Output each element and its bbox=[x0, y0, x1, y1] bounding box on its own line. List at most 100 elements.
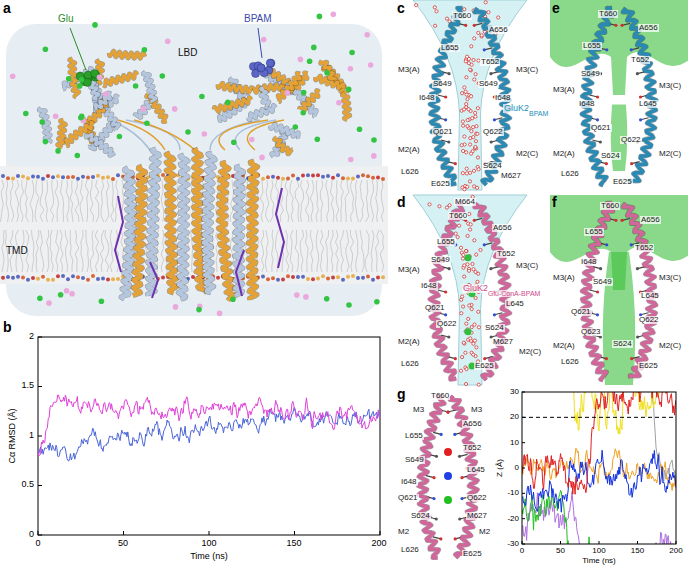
helix-label: M3(C) bbox=[658, 274, 682, 282]
lipid-headgroup bbox=[36, 277, 40, 281]
water-molecule bbox=[461, 92, 464, 95]
ion-sphere bbox=[371, 137, 377, 143]
lbd-helix-edge bbox=[104, 72, 138, 86]
water-molecule bbox=[477, 168, 480, 171]
water-molecule bbox=[465, 167, 468, 170]
residue-label: Q622 bbox=[466, 494, 488, 502]
lipid-tail bbox=[110, 230, 113, 272]
water-molecule bbox=[465, 250, 468, 253]
water-molecule bbox=[466, 263, 469, 266]
axis-tick: 200 bbox=[371, 539, 386, 548]
lipid-headgroup bbox=[376, 175, 380, 179]
lipid-tail bbox=[350, 230, 353, 272]
ion-sphere bbox=[133, 83, 139, 89]
water-molecule bbox=[463, 264, 466, 267]
residue-label: L645 bbox=[640, 292, 660, 300]
ion-sphere bbox=[294, 292, 300, 298]
residue-label: S624 bbox=[484, 324, 505, 332]
lipid-tail bbox=[326, 180, 329, 222]
lbd-helix-edge bbox=[39, 108, 51, 143]
side-chain-atom bbox=[639, 118, 642, 121]
side-chain-atom bbox=[605, 357, 608, 360]
lipid-headgroup bbox=[66, 175, 70, 179]
water-molecule bbox=[465, 76, 468, 79]
water-molecule bbox=[473, 323, 476, 326]
residue-label: S649 bbox=[432, 80, 453, 88]
lbd-helix-edge bbox=[274, 137, 292, 154]
lipid-headgroup bbox=[381, 275, 385, 279]
lipid-headgroup bbox=[301, 174, 305, 178]
water-molecule bbox=[484, 1, 487, 4]
helix-label: M2(C) bbox=[658, 342, 682, 350]
side-chain-atom bbox=[444, 290, 447, 293]
residue-label: Q622 bbox=[638, 316, 660, 324]
tick-mark bbox=[38, 436, 42, 437]
lipid-tail bbox=[305, 230, 308, 272]
side-chain-atom bbox=[444, 313, 447, 316]
ion-sphere bbox=[307, 58, 313, 64]
axis-tick: 0 bbox=[515, 464, 519, 472]
side-chain-atom bbox=[605, 162, 608, 165]
ion-sphere bbox=[103, 91, 109, 97]
lipid-tail bbox=[330, 180, 334, 222]
ion-sphere bbox=[374, 299, 380, 305]
lipid-headgroup bbox=[51, 278, 55, 282]
lipid-headgroup bbox=[366, 274, 370, 278]
residue-label: S649 bbox=[478, 80, 499, 88]
residue-label: S649 bbox=[592, 278, 613, 286]
water-molecule bbox=[462, 305, 465, 308]
water-molecule bbox=[445, 17, 448, 20]
lipid-tail bbox=[105, 180, 109, 222]
bpam-sphere bbox=[257, 64, 265, 72]
residue-label: T660 bbox=[430, 392, 450, 400]
tick-mark bbox=[380, 531, 381, 535]
tick-mark bbox=[522, 392, 525, 393]
helix-label: M2(A) bbox=[397, 338, 421, 346]
ion-sphere bbox=[261, 37, 267, 43]
ion-sphere bbox=[77, 83, 83, 89]
panel-letter: d bbox=[397, 195, 406, 209]
tick-mark bbox=[38, 531, 39, 535]
lipid-headgroup bbox=[1, 276, 5, 280]
lipid-headgroup bbox=[11, 276, 15, 280]
lipid-tail bbox=[95, 180, 98, 222]
side-chain-atom bbox=[620, 219, 623, 222]
lipid-headgroup bbox=[316, 277, 320, 281]
ion-sphere bbox=[39, 119, 45, 125]
m3-m2-helix bbox=[582, 203, 613, 380]
lipid-tail bbox=[45, 180, 47, 222]
water-molecule bbox=[461, 120, 464, 123]
lipid-tail bbox=[40, 230, 44, 272]
lipid-headgroup bbox=[376, 276, 380, 280]
axis-title: Cα RMSD (Å) bbox=[8, 408, 17, 463]
ion-trace bbox=[522, 492, 676, 545]
panel-letter: g bbox=[397, 387, 406, 401]
lipid-headgroup bbox=[276, 176, 280, 180]
pore-panel bbox=[413, 0, 527, 191]
tmd-helix bbox=[248, 161, 257, 300]
structure-subscript: BPAM bbox=[528, 110, 549, 117]
lipid-tail bbox=[326, 230, 329, 272]
water-molecule bbox=[487, 11, 490, 14]
plot-frame bbox=[38, 337, 380, 535]
lipid-headgroup bbox=[271, 175, 275, 179]
lipid-headgroup bbox=[326, 276, 330, 280]
bound-lipid bbox=[276, 188, 284, 268]
lipid-tail bbox=[366, 180, 369, 222]
lbd-helix bbox=[278, 73, 301, 102]
side-chain-atom bbox=[432, 476, 435, 479]
lipid-headgroup bbox=[331, 176, 335, 180]
helix-label: M3(C) bbox=[515, 66, 539, 74]
ion-sphere bbox=[311, 45, 317, 51]
ion-sphere bbox=[230, 296, 236, 302]
lipid-headgroup bbox=[301, 275, 305, 279]
lipid-tail bbox=[80, 180, 83, 222]
trace-group bbox=[522, 392, 676, 544]
ion-sphere bbox=[231, 139, 237, 145]
water-molecule bbox=[456, 236, 459, 239]
lipid-headgroup bbox=[71, 274, 75, 278]
tick-mark bbox=[38, 485, 42, 486]
lipid-headgroup bbox=[311, 174, 315, 178]
side-chain-atom bbox=[460, 476, 463, 479]
tmd-helix bbox=[166, 153, 177, 293]
